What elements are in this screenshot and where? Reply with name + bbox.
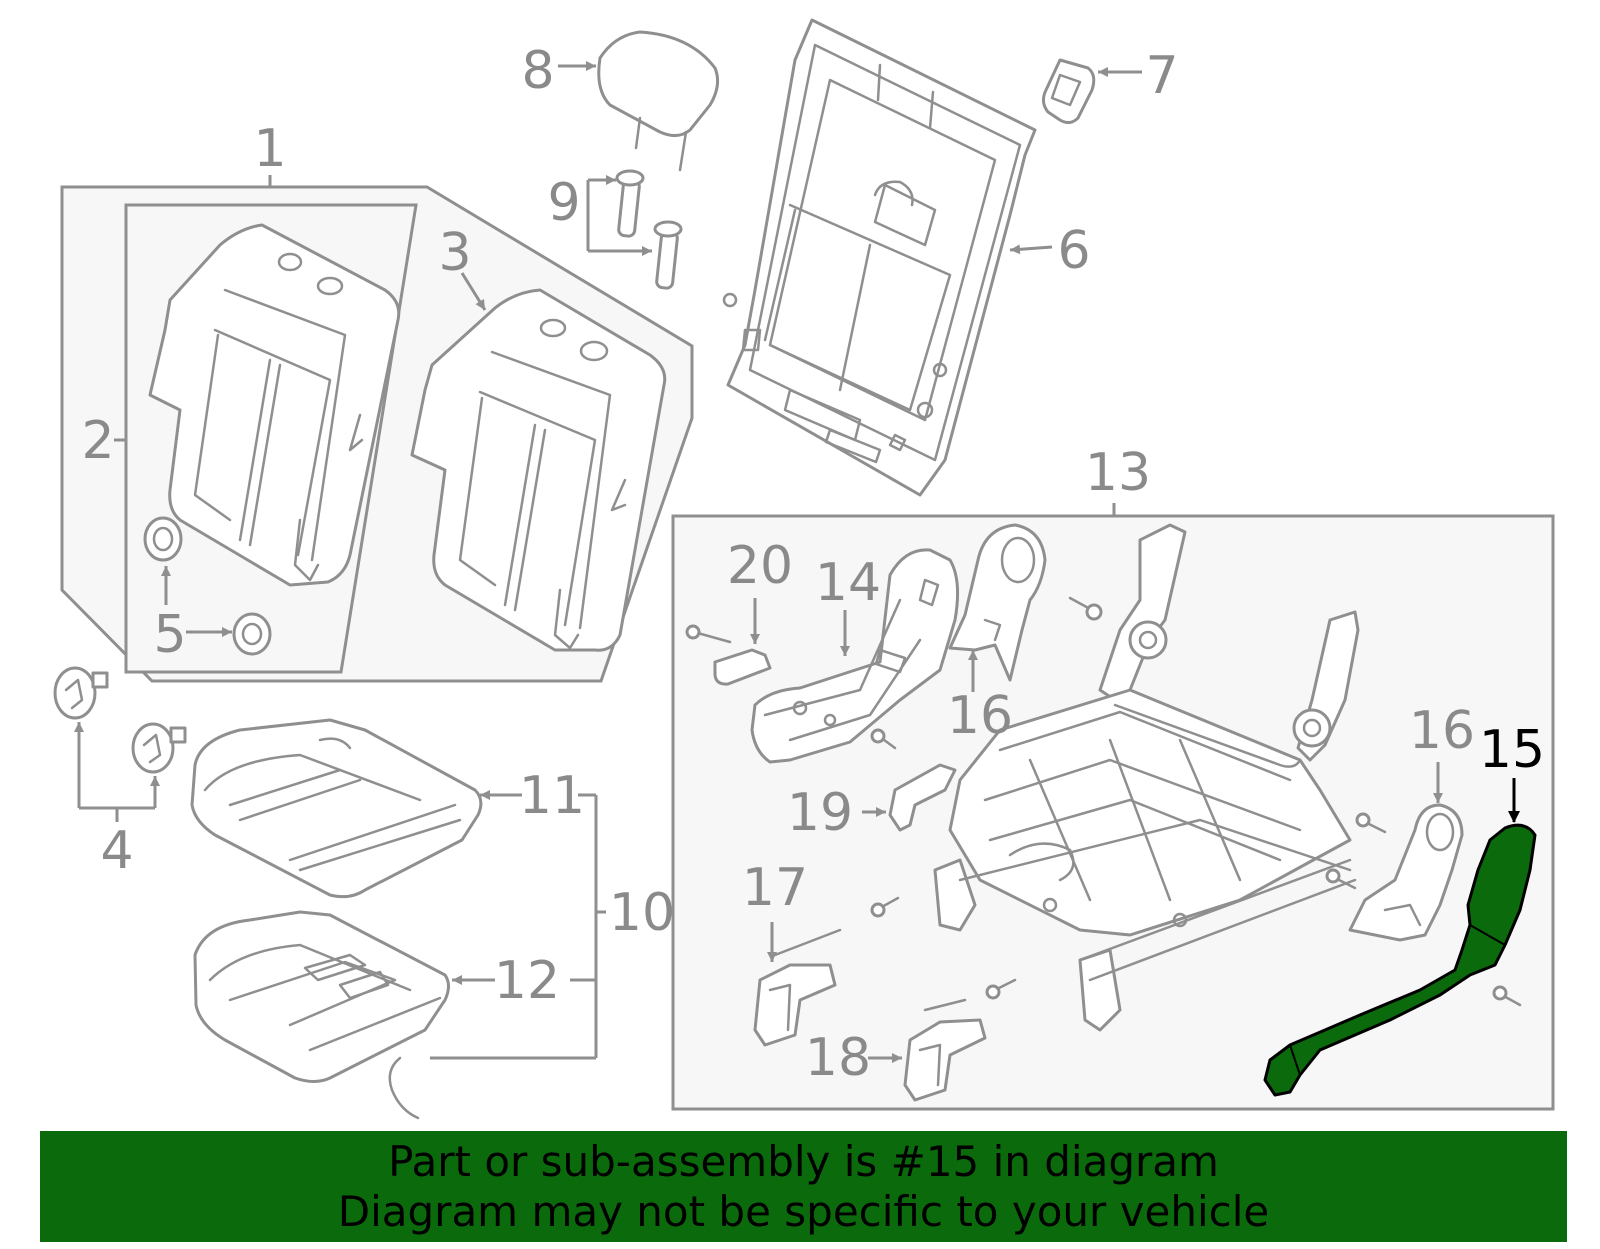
callout-12: 12 (494, 951, 560, 1011)
callout-14: 14 (815, 553, 881, 613)
callout-17: 17 (742, 858, 808, 918)
part-15-side-shield-highlighted (1263, 778, 1537, 1097)
callout-18: 18 (805, 1028, 871, 1088)
part-6-seatback-frame (722, 18, 1053, 497)
callout-labels: 1 2 3 4 5 6 7 8 9 10 11 12 13 14 15 16 1… (81, 41, 1545, 1088)
bolts (870, 596, 1522, 1007)
part-20-bracket (685, 598, 772, 686)
part-14-side-cover (750, 548, 960, 764)
callout-5: 5 (153, 605, 186, 665)
part-7-clip (1041, 58, 1142, 125)
part-19-bracket (862, 763, 957, 832)
callout-3: 3 (438, 223, 471, 283)
group-10-leaders (430, 793, 606, 1060)
group-13-seat-frame-assembly (671, 503, 1555, 1111)
part-5-grommets (143, 516, 272, 656)
part-9-guides (586, 169, 683, 290)
part-17-cover (753, 922, 842, 1047)
part-8-headrest (558, 30, 720, 172)
callout-1: 1 (253, 119, 286, 179)
group-1-seatback-assembly (60, 175, 694, 683)
callout-6: 6 (1057, 221, 1090, 281)
banner-line-part: Part or sub-assembly is #15 in diagram (388, 1136, 1219, 1186)
callout-10: 10 (609, 883, 675, 943)
callout-11: 11 (519, 766, 585, 826)
callout-20: 20 (727, 536, 793, 596)
info-banner: Part or sub-assembly is #15 in diagram D… (40, 1131, 1567, 1242)
part-4-clips (53, 666, 187, 822)
part-11-cushion-cover (190, 718, 522, 899)
callout-15: 15 (1479, 720, 1545, 780)
callout-2: 2 (81, 411, 114, 471)
callout-19: 19 (787, 783, 853, 843)
callout-9: 9 (547, 173, 580, 233)
callout-16-right: 16 (1409, 701, 1475, 761)
part-12-cushion-pad (193, 910, 495, 1120)
part-13-seat-frame (933, 523, 1360, 1032)
banner-line-disclaimer: Diagram may not be specific to your vehi… (337, 1186, 1270, 1236)
callout-4: 4 (100, 821, 133, 881)
callout-7: 7 (1145, 46, 1178, 106)
part-16-hinge-cover-left (948, 523, 1047, 692)
part-16-hinge-cover-right (1348, 762, 1464, 942)
callout-13: 13 (1085, 443, 1151, 503)
part-18-cover (868, 998, 987, 1102)
callout-16-left: 16 (947, 686, 1013, 746)
callout-8: 8 (521, 41, 554, 101)
part-3-seatback-cover (410, 272, 667, 652)
part-2-seatback-cover (148, 223, 401, 587)
